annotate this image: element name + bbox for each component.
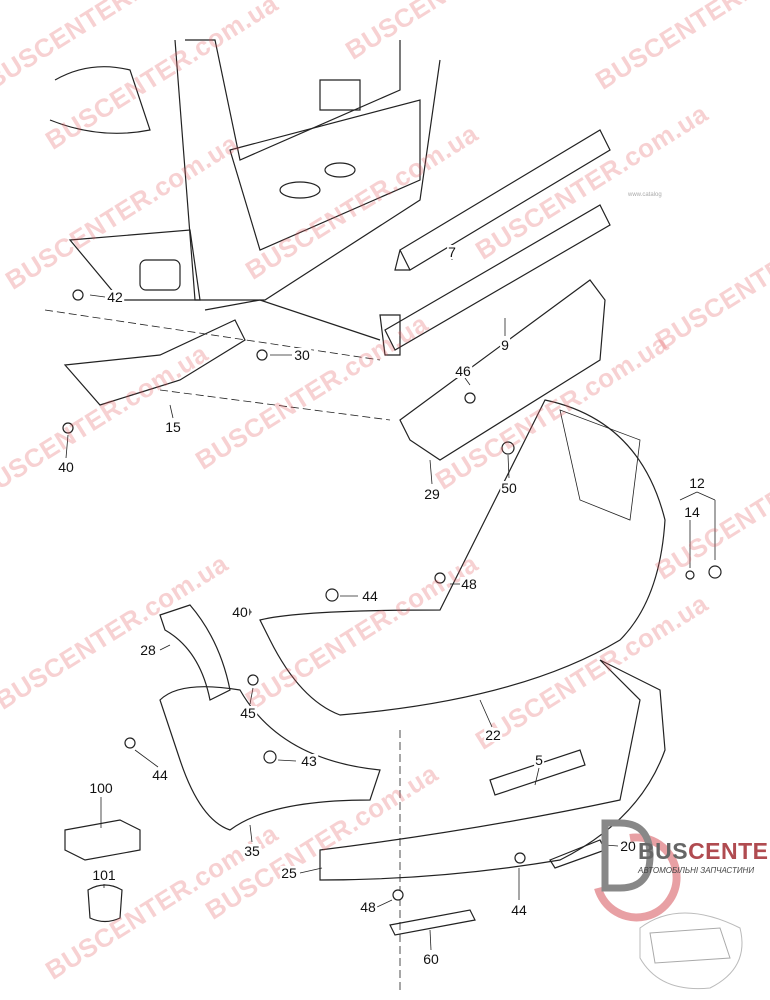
part-label: 14 <box>683 504 701 520</box>
part-15-bracket <box>63 319 246 406</box>
part-label: 7 <box>447 244 457 260</box>
part-7-beam <box>394 129 611 271</box>
part-35-side-trim <box>159 686 381 831</box>
part-label: 20 <box>619 838 637 854</box>
part-label: 44 <box>361 588 379 604</box>
part-22-bumper-cover <box>259 399 666 716</box>
vehicle-body-frame <box>49 39 441 341</box>
part-label: 40 <box>231 604 249 620</box>
part-101-plug <box>87 884 123 923</box>
part-label: 44 <box>151 767 169 783</box>
part-label: 45 <box>239 705 257 721</box>
part-label: 25 <box>280 865 298 881</box>
part-label: 22 <box>484 727 502 743</box>
part-label: 35 <box>243 843 261 859</box>
buscenter-logo: BUSCENTER АВТОМОБІЛЬНІ ЗАПЧАСТИНИ <box>590 818 770 998</box>
part-label: 46 <box>454 363 472 379</box>
logo-name: BUSCENTER <box>638 838 770 864</box>
fasteners <box>62 289 722 901</box>
part-label: 100 <box>88 780 114 796</box>
part-label: 30 <box>293 347 311 363</box>
part-label: 15 <box>164 419 182 435</box>
part-label: 48 <box>359 899 377 915</box>
part-label: 40 <box>57 459 75 475</box>
logo-mark-icon <box>594 819 743 990</box>
part-5-strip <box>489 749 586 796</box>
part-29-bracket <box>399 279 606 461</box>
part-label: 29 <box>423 486 441 502</box>
part-label: 12 <box>688 475 706 491</box>
part-label: 9 <box>500 337 510 353</box>
part-label: 5 <box>534 752 544 768</box>
source-note: www.catalog <box>628 192 662 198</box>
logo-subtitle: АВТОМОБІЛЬНІ ЗАПЧАСТИНИ <box>638 866 755 875</box>
part-label: 43 <box>300 753 318 769</box>
part-60-reflector <box>389 909 476 936</box>
part-28-trim <box>159 604 231 701</box>
part-label: 60 <box>422 951 440 967</box>
part-label: 42 <box>106 289 124 305</box>
part-25-lower-trim <box>319 659 666 881</box>
part-label: 44 <box>510 902 528 918</box>
part-label: 28 <box>139 642 157 658</box>
part-100-block <box>64 819 141 861</box>
part-label: 101 <box>91 867 117 883</box>
part-label: 48 <box>460 576 478 592</box>
part-label: 50 <box>500 480 518 496</box>
part-9-beam <box>379 204 611 356</box>
